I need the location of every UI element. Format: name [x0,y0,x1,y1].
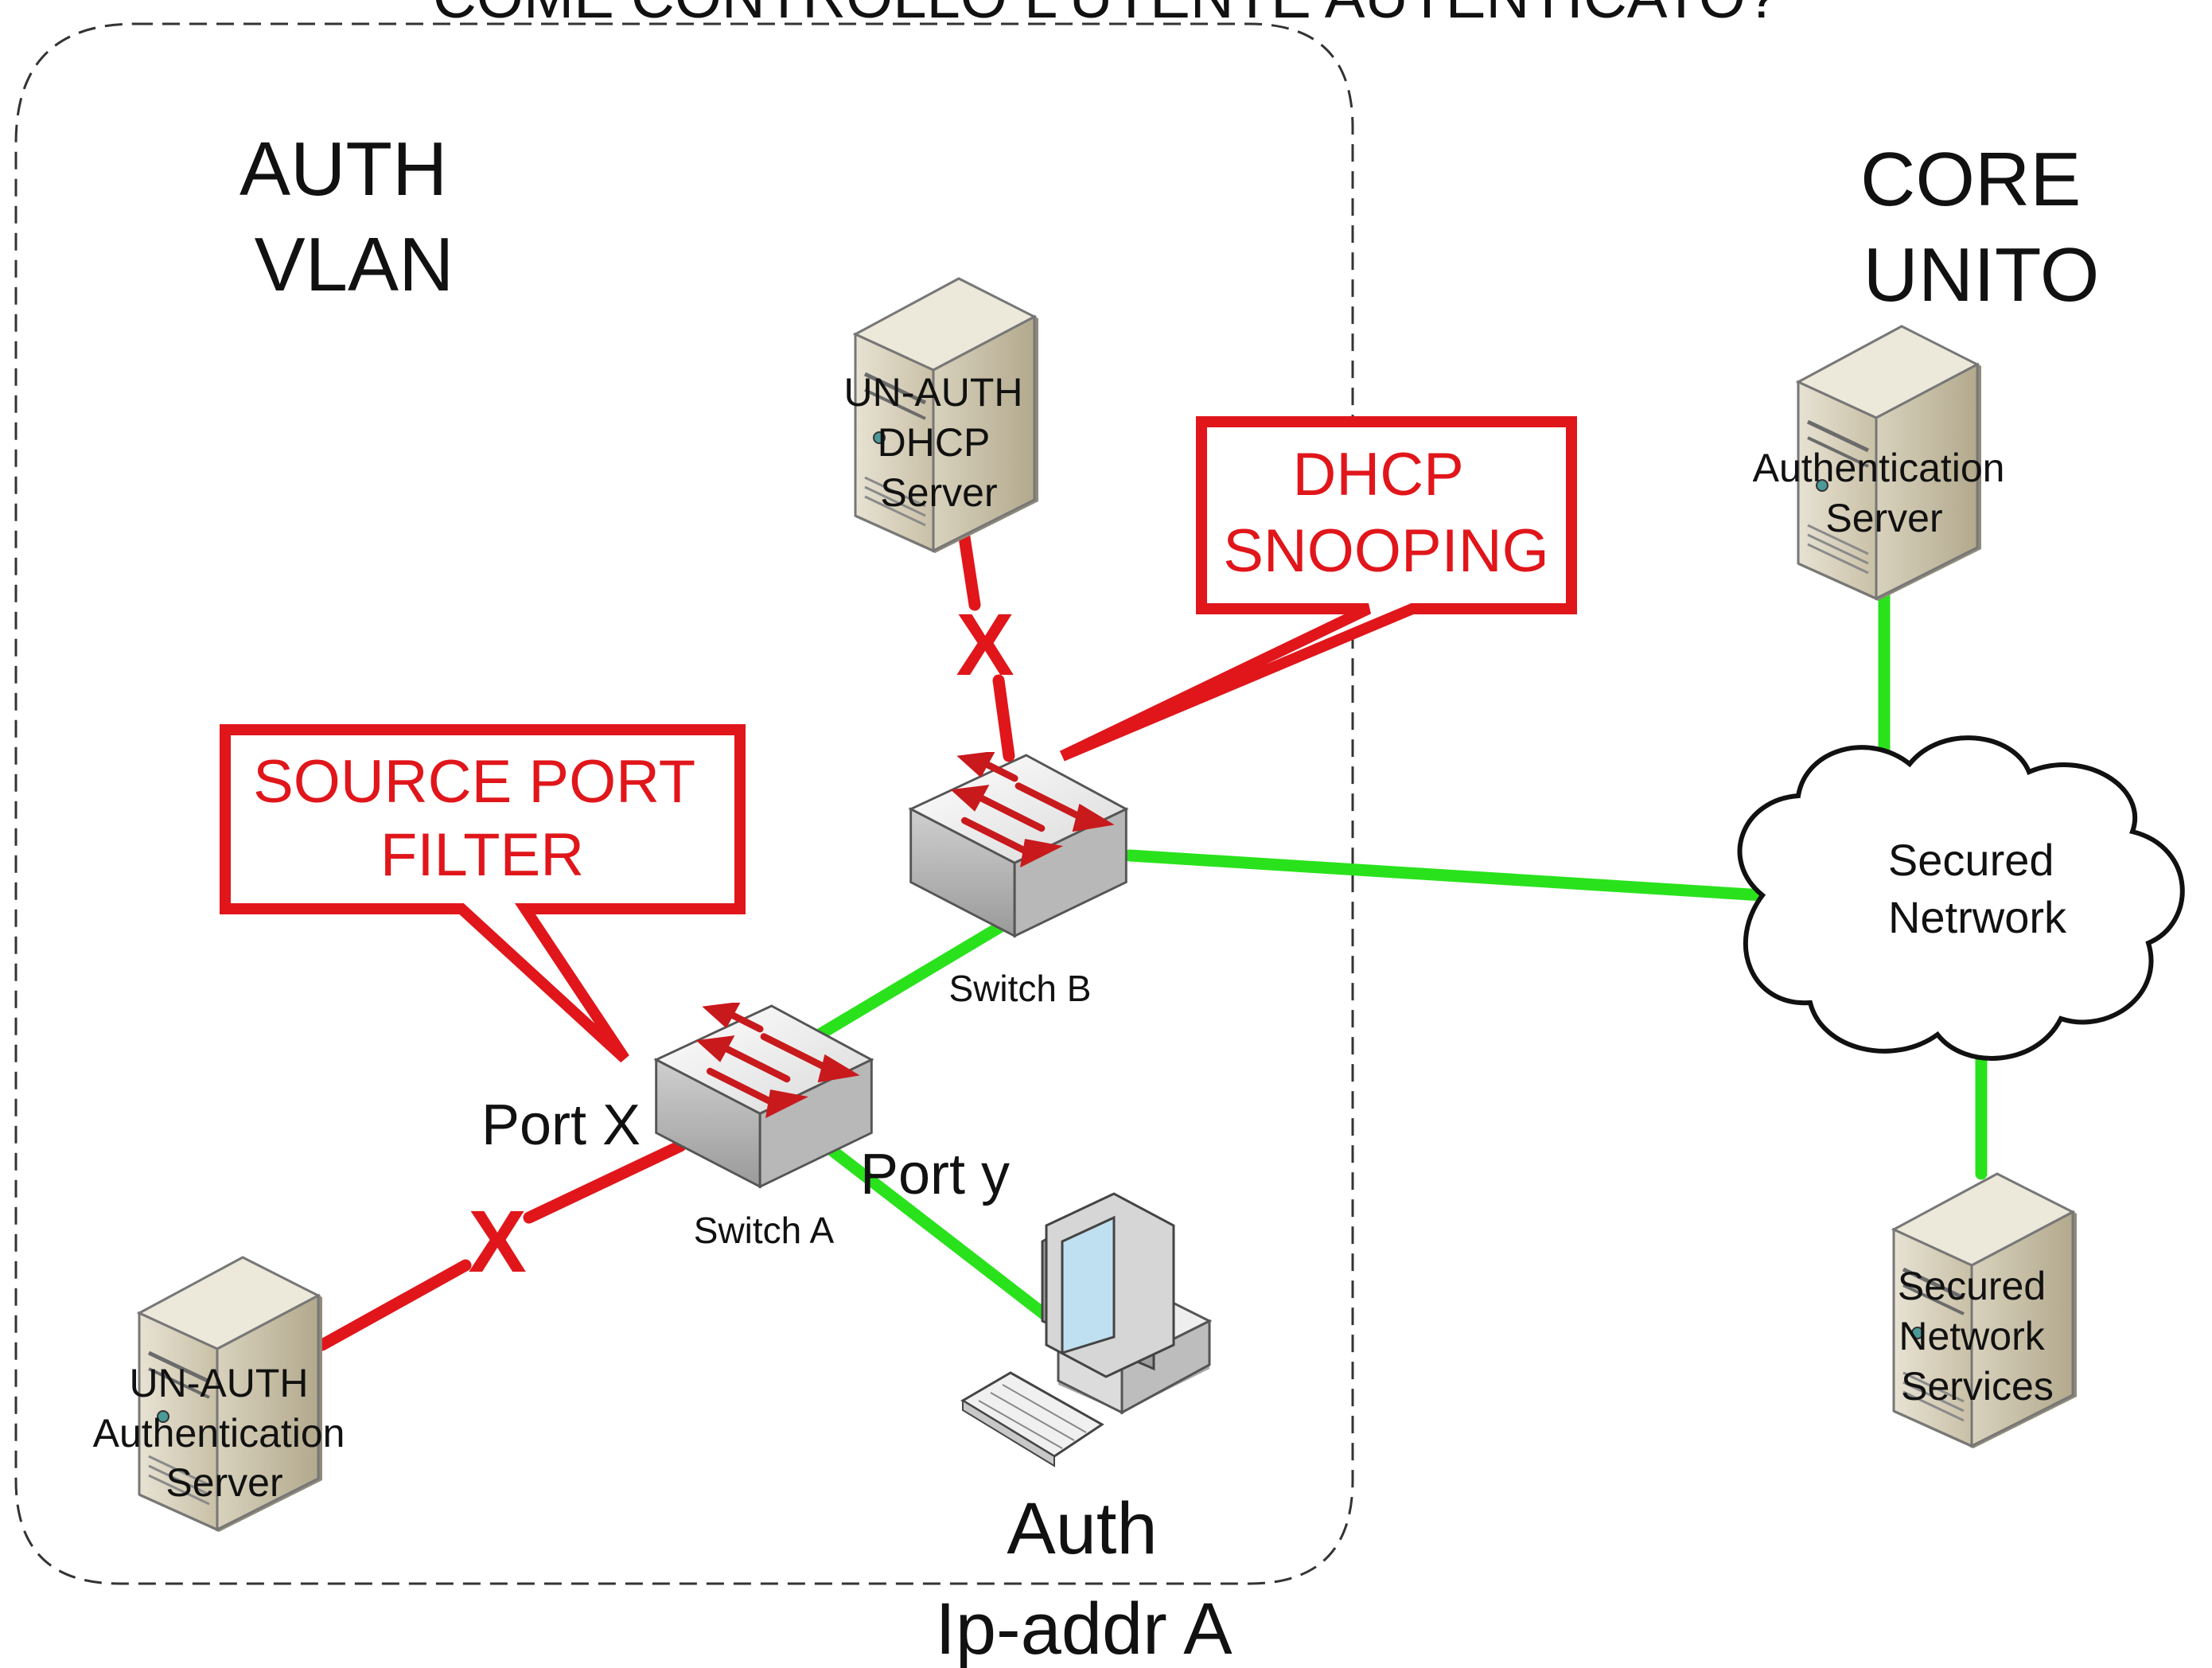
link-switcha-switchb [813,905,1033,1041]
secured-network-services-label: Secured Network Services [1898,1264,2057,1409]
authentication-server-label: Authentication Server [1753,446,2016,540]
switch-icon [911,755,1127,936]
auth-client-computer: Auth Ip-addr A [935,1192,1233,1668]
unauth-dhcp-server-label: UN-AUTH DHCP Server [844,370,1034,515]
unauth-authentication-server-label: UN-AUTH Authentication Server [93,1361,356,1505]
callout-source-port-filter: SOURCE PORT FILTER [220,724,746,1063]
auth-vlan-label: AUTH VLAN [240,127,469,307]
blocked-links [316,531,1015,1351]
switch-b: Switch B [911,755,1127,1009]
switch-a-label: Switch A [694,1210,835,1251]
secured-network-services-server: Secured Network Services [1894,1174,2077,1448]
unauth-dhcp-server: UN-AUTH DHCP Server [844,279,1038,553]
computer-icon [960,1192,1213,1467]
link-switcha-client [825,1144,1065,1331]
cloud-label: Secured Netrwork [1888,835,2067,942]
callout-dhcp-snooping-text: DHCP SNOOPING [1223,441,1549,585]
authentication-server: Authentication Server [1753,326,2016,601]
client-ip-label: Ip-addr A [935,1588,1233,1668]
port-y-label: Port y [860,1143,1010,1206]
auth-vlan-boundary [14,22,1354,1585]
link-blocked-dhcp-bottom [992,674,1015,762]
diagram-title: COME CONTROLLO L'UTENTE AUTENTICATO? [433,0,1779,31]
switch-a: Switch A [656,1006,872,1251]
link-blocked-auth-right [523,1140,687,1224]
client-auth-label: Auth [1007,1488,1157,1569]
callout-dhcp-snooping: DHCP SNOOPING [1059,416,1577,762]
link-blocked-auth-left [316,1259,472,1351]
switch-b-label: Switch B [949,968,1092,1009]
secured-network-cloud: Secured Netrwork [1737,735,2185,1061]
core-unito-label: CORE UNITO [1860,137,2102,318]
blocked-marker-auth: X [468,1193,526,1291]
callout-source-port-filter-text: SOURCE PORT FILTER [253,748,711,889]
blocked-marker-dhcp: X [956,596,1014,694]
link-switchb-cloud [1124,849,1769,902]
port-x-label: Port X [481,1093,641,1157]
unauth-authentication-server: UN-AUTH Authentication Server [93,1257,356,1532]
allowed-links [813,579,1988,1331]
link-blocked-dhcp-top [958,531,981,611]
